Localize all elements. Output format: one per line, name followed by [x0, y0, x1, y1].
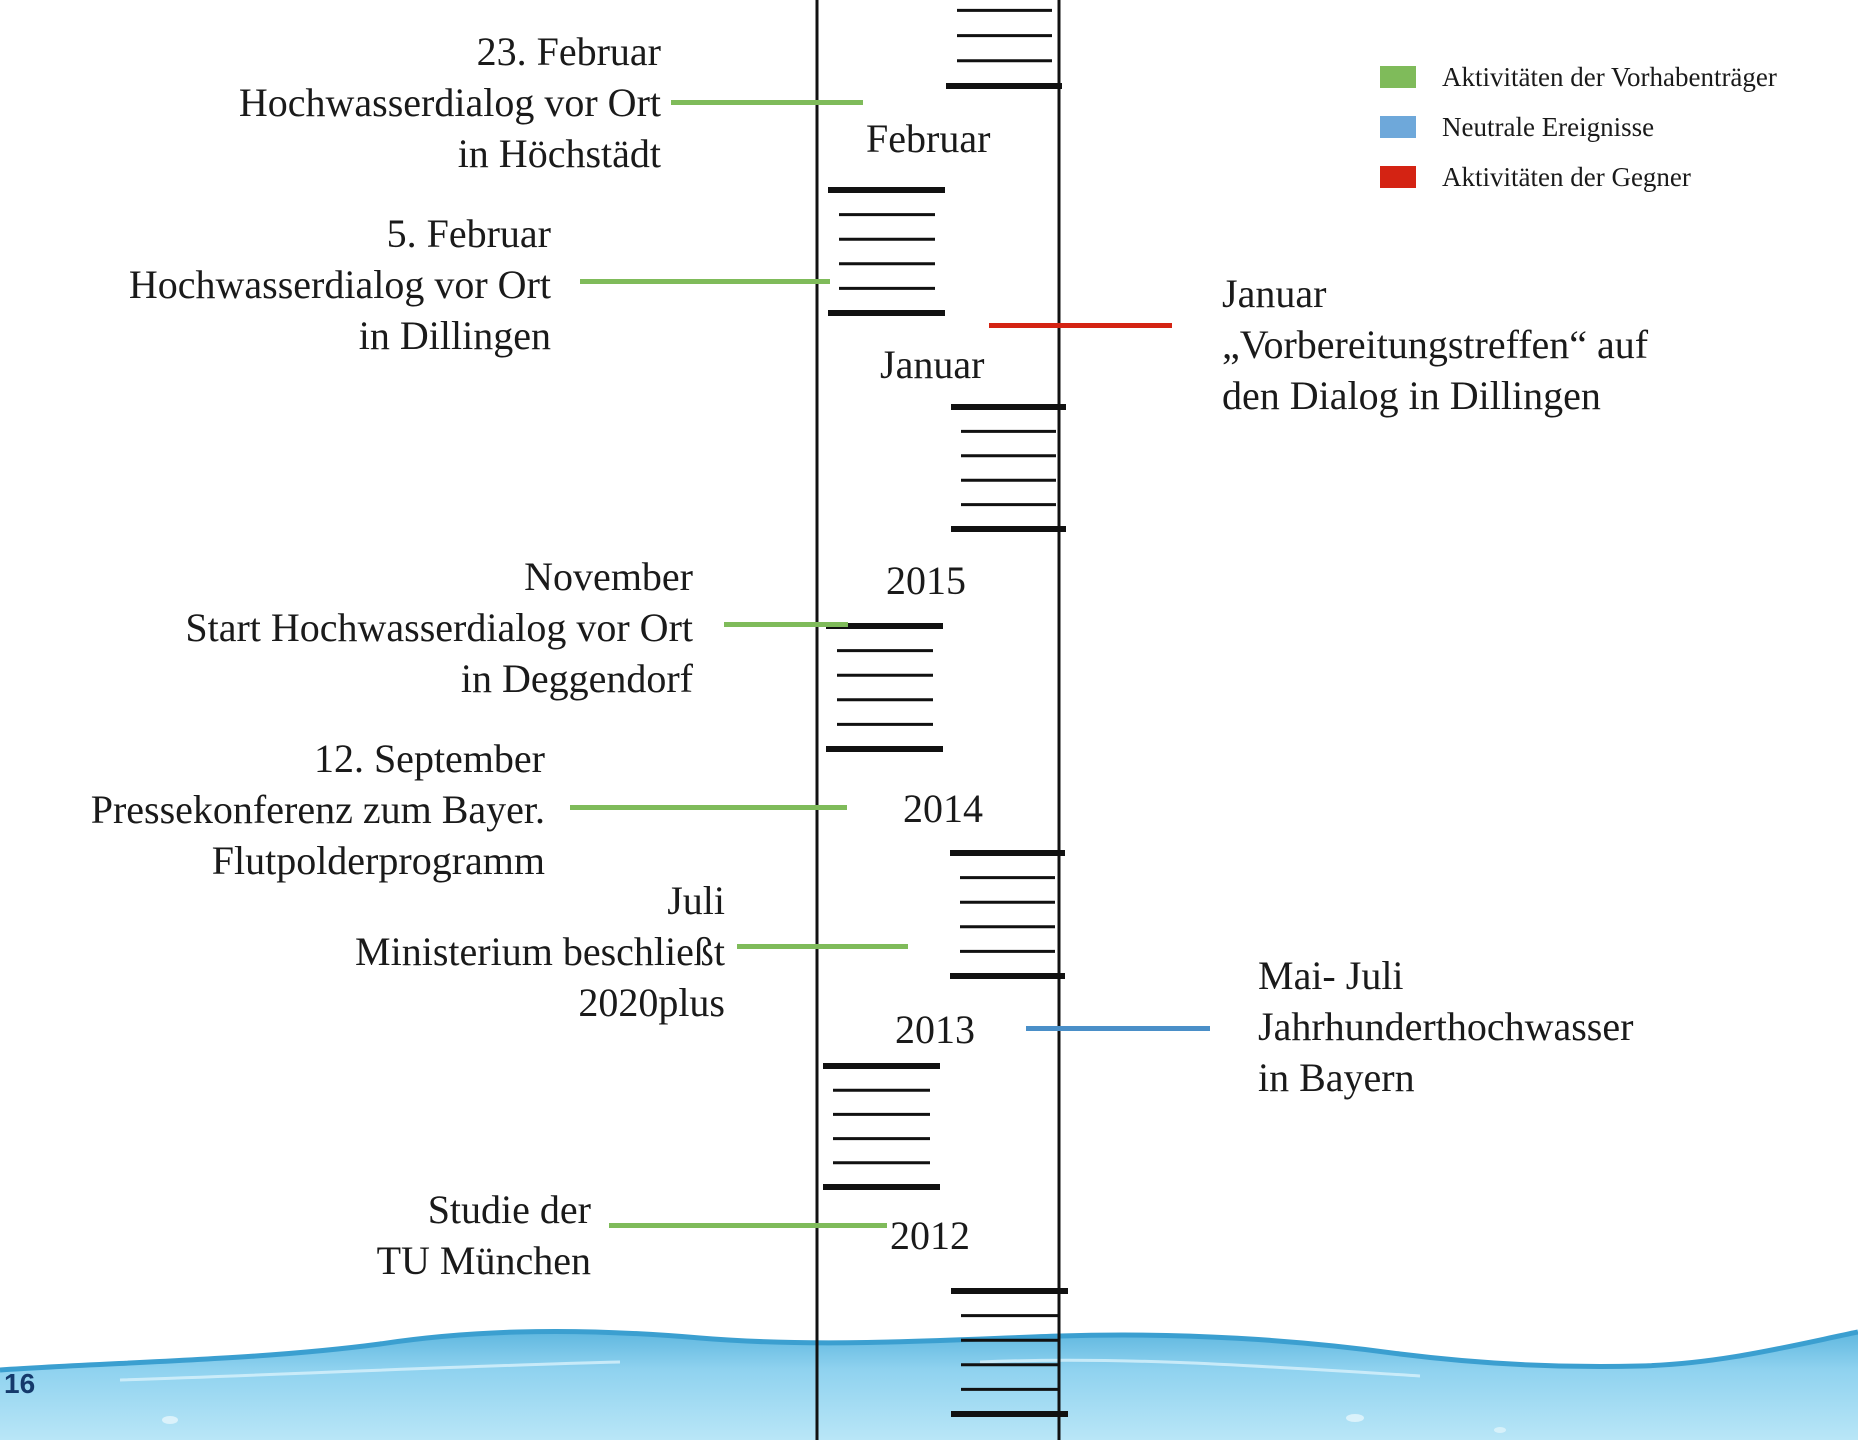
- event-title: Jahrhunderthochwasser: [1258, 1004, 1634, 1049]
- period-label-jan: Januar: [880, 342, 985, 387]
- period-label-2013: 2013: [895, 1007, 975, 1052]
- connector-ministerium: [737, 944, 908, 949]
- event-deggendorf: November Start Hochwasserdialog vor Ort …: [185, 551, 693, 704]
- event-dillingen: 5. Februar Hochwasserdialog vor Ort in D…: [129, 208, 551, 361]
- event-title: Hochwasserdialog vor Ort: [128, 262, 551, 307]
- connector-hochwasser: [1026, 1026, 1210, 1031]
- legend-item-neutral: Neutrale Ereignisse: [1380, 102, 1777, 152]
- event-title: „Vorbereitungstreffen“ auf: [1222, 322, 1649, 367]
- legend-item-opponent: Aktivitäten der Gegner: [1380, 152, 1777, 202]
- connector-presse: [570, 805, 847, 810]
- page-number: 16: [4, 1368, 36, 1399]
- connector-deggendorf: [724, 622, 848, 627]
- event-date: November: [524, 554, 693, 599]
- legend-label: Aktivitäten der Vorhabenträger: [1442, 61, 1777, 92]
- legend: Aktivitäten der Vorhabenträger Neutrale …: [1380, 52, 1777, 202]
- timeline-rungs: [823, 8, 1068, 1417]
- event-location: in Bayern: [1258, 1055, 1415, 1100]
- legend-swatch-green: [1380, 66, 1416, 88]
- event-date: 23. Februar: [476, 29, 661, 74]
- event-vorbereitung: Januar „Vorbereitungstreffen“ auf den Di…: [1222, 268, 1648, 421]
- event-ministerium: Juli Ministerium beschließt 2020plus: [355, 875, 725, 1028]
- event-date: Mai- Juli: [1258, 953, 1404, 998]
- event-detail: TU München: [376, 1238, 591, 1283]
- connector-vorbereitung: [989, 323, 1172, 328]
- legend-swatch-red: [1380, 166, 1416, 188]
- connector-hoechstaedt: [671, 100, 863, 105]
- period-label-2012: 2012: [890, 1213, 970, 1258]
- legend-item-proponent: Aktivitäten der Vorhabenträger: [1380, 52, 1777, 102]
- event-title: Start Hochwasserdialog vor Ort: [185, 605, 693, 650]
- legend-label: Aktivitäten der Gegner: [1442, 161, 1691, 192]
- event-title: Studie der: [427, 1187, 591, 1232]
- event-hochwasser: Mai- Juli Jahrhunderthochwasser in Bayer…: [1258, 950, 1633, 1103]
- event-presse: 12. September Pressekonferenz zum Bayer.…: [91, 733, 545, 886]
- legend-label: Neutrale Ereignisse: [1442, 111, 1655, 142]
- event-location: in Höchstädt: [457, 131, 661, 176]
- event-studie: Studie der TU München: [377, 1184, 591, 1286]
- period-label-2015: 2015: [886, 558, 966, 603]
- event-detail: 2020plus: [578, 980, 725, 1025]
- event-date: 5. Februar: [386, 211, 551, 256]
- event-title: Pressekonferenz zum Bayer.: [90, 787, 545, 832]
- connector-dillingen: [580, 279, 830, 284]
- event-detail: den Dialog in Dillingen: [1222, 373, 1601, 418]
- connector-studie: [609, 1223, 887, 1228]
- legend-swatch-blue: [1380, 116, 1416, 138]
- event-location: in Dillingen: [358, 313, 551, 358]
- period-label-2014: 2014: [903, 786, 983, 831]
- event-location: in Deggendorf: [460, 656, 693, 701]
- event-date: Juli: [667, 878, 725, 923]
- water-decoration: [0, 1328, 1858, 1440]
- event-title: Hochwasserdialog vor Ort: [238, 80, 661, 125]
- event-hoechstaedt: 23. Februar Hochwasserdialog vor Ort in …: [239, 26, 661, 179]
- event-date: Januar: [1222, 271, 1327, 316]
- event-date: 12. September: [313, 736, 545, 781]
- event-detail: Flutpolderprogramm: [211, 838, 545, 883]
- event-title: Ministerium beschließt: [355, 929, 725, 974]
- period-label-feb: Februar: [866, 116, 991, 161]
